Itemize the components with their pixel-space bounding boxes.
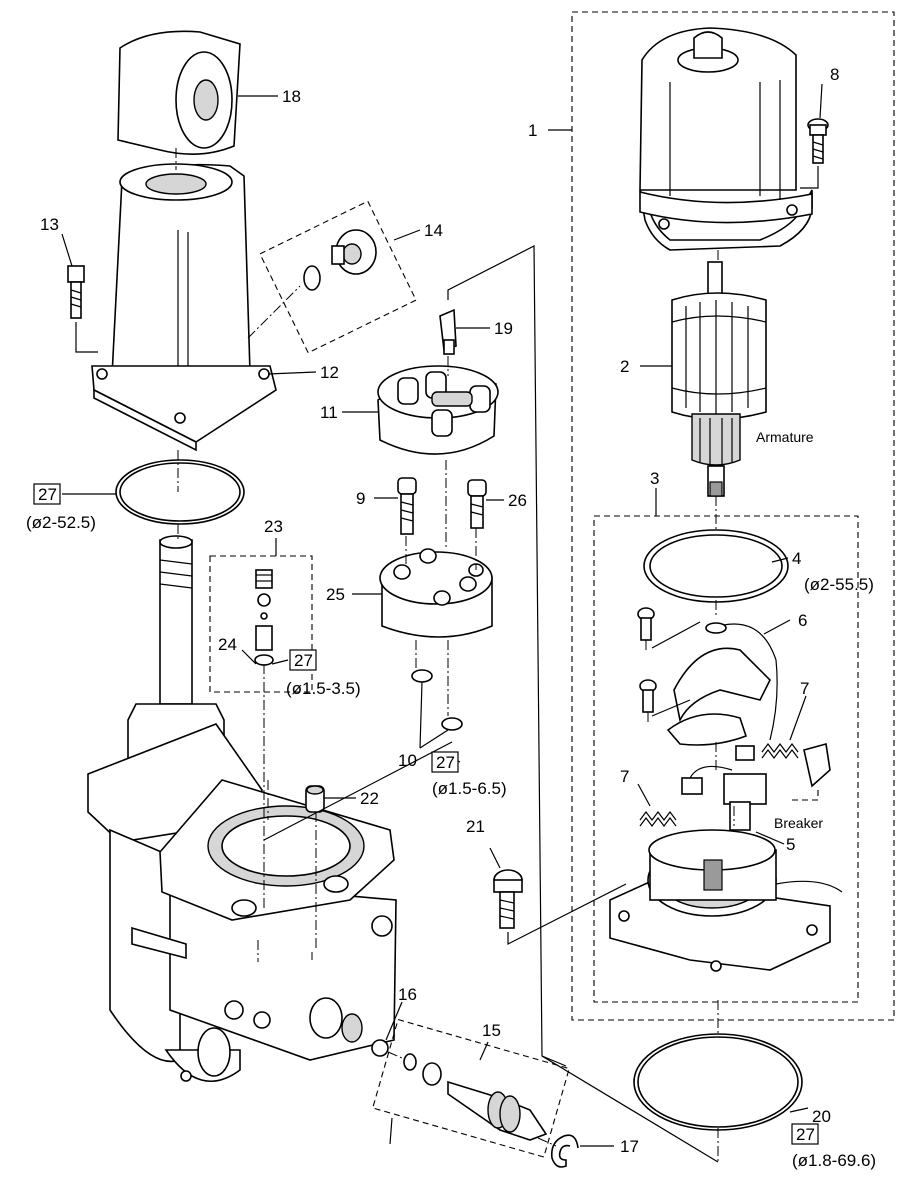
pump-25 [379,548,493,638]
callout-9: 9 [356,489,365,508]
o-ring-16 [371,1039,389,1057]
bolt-21 [493,869,523,929]
group-23-box [209,555,313,693]
o-ring-4-inner [649,534,783,598]
callout-20: 20 [812,1107,831,1126]
bolt-13 [67,265,98,353]
callout-1: 1 [528,121,537,140]
callout-15: 15 [482,1021,501,1040]
callout-23: 23 [264,517,283,536]
leader-connectors [263,245,719,1163]
sealant-spec: (ø1.5-3.5) [286,679,361,698]
circlip-17 [550,1134,579,1168]
callout-16: 16 [398,985,417,1004]
group-14-box [259,200,417,354]
sealant-spec: (ø1.5-6.5) [432,779,507,798]
callout-5: 5 [786,835,795,854]
sealant-spec: (ø1.8-69.6) [792,1151,876,1170]
callout-numbers: 1 2 3 4 5 6 7 7 8 9 10 11 12 13 14 15 16… [40,65,839,1156]
callout-3: 3 [650,469,659,488]
reservoir-12 [91,163,277,452]
bolt-9 [397,477,417,535]
brush-plates-6 [666,622,778,831]
armature-label: Armature [756,429,814,445]
sealant-spec: (ø2-55.5) [804,575,874,594]
callout-14: 14 [424,221,443,240]
coupling-19 [439,308,457,355]
center-lines [175,148,735,1162]
sealant-ref-2: 27 (ø1.5-3.5) [286,649,361,698]
armature-2 [671,261,767,497]
fitting-22 [305,785,325,813]
callout-11: 11 [320,403,338,422]
sealant-ref-1: 27 (ø2-52.5) [26,483,96,532]
sealant-code: 27 [796,1125,815,1144]
manual-valve-15 [403,1053,548,1141]
bolt-26 [467,479,487,529]
callout-6: 6 [798,611,807,630]
sealant-ref-3: 27 (ø1.5-6.5) [431,751,507,798]
callout-8: 8 [830,65,839,84]
callout-22: 22 [360,789,379,808]
callout-7b: 7 [620,767,629,786]
callout-21: 21 [466,817,485,836]
sealant-code: 27 [294,651,313,670]
callout-leaders [61,83,823,1147]
o-rings-10 [411,669,463,731]
motor-yoke [639,27,813,251]
callout-2: 2 [620,357,629,376]
valve-parts-23 [254,569,274,666]
motor-assembly-group-box [571,11,895,1021]
motor-base [609,829,843,972]
pump-body [87,535,397,1082]
callout-13: 13 [40,215,59,234]
breaker-label: Breaker [774,815,823,831]
sealant-spec: (ø2-52.5) [26,513,96,532]
group-15-box [372,1018,570,1158]
cap-18 [117,30,241,155]
screw-8 [800,118,829,189]
sealant-ref-5: 27 (ø1.8-69.6) [791,1123,876,1170]
brush-holder-group-box [593,515,859,1003]
sealant-code: 27 [436,753,455,772]
callout-10: 10 [398,751,417,770]
callout-25: 25 [326,585,345,604]
callout-12: 12 [320,363,339,382]
callout-18: 18 [282,87,301,106]
brush-holder-screws [637,607,657,713]
callout-26: 26 [508,491,527,510]
sealant-code: 27 [38,485,57,504]
sealant-ref-4: (ø2-55.5) [804,575,874,594]
callout-17: 17 [620,1137,639,1156]
fitting-14 [303,229,377,291]
callout-4: 4 [792,549,801,568]
callout-19: 19 [494,319,513,338]
callout-24: 24 [218,635,237,654]
callout-7a: 7 [800,679,809,698]
springs-7 [639,742,831,827]
gear-housing-11 [377,365,499,455]
